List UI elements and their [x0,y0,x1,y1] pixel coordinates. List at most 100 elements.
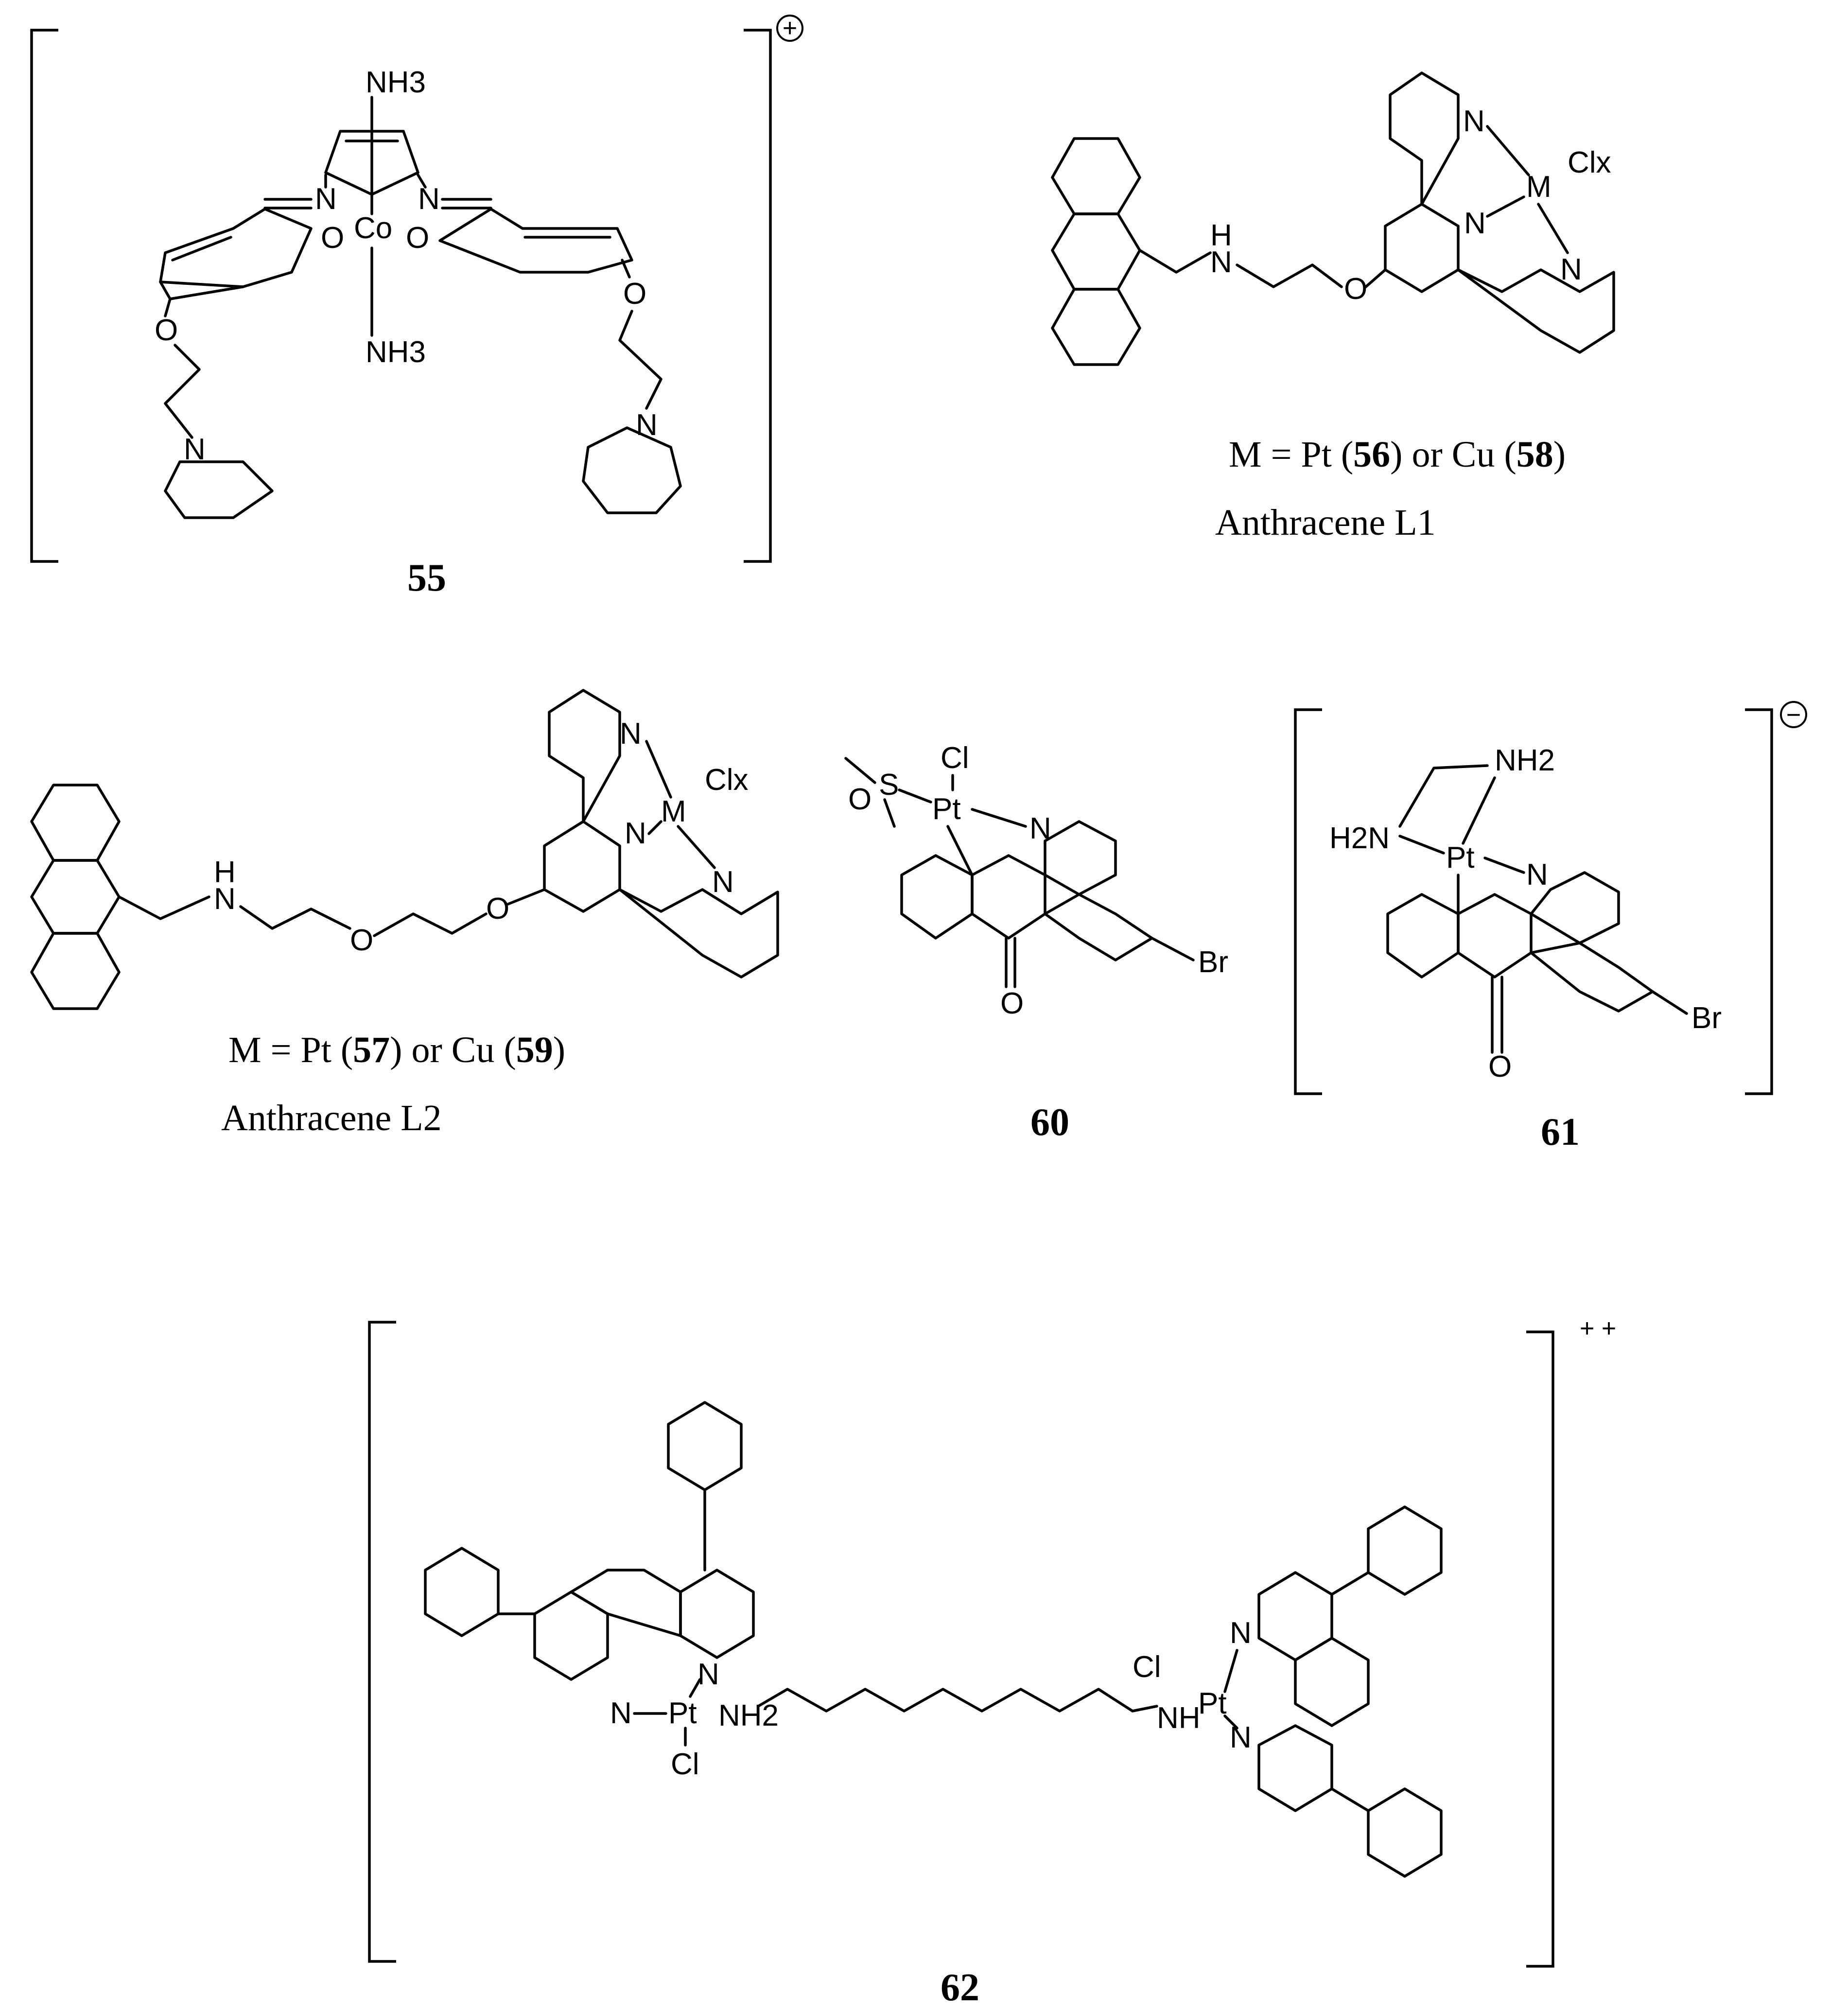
terpy-l1-m-n1 [1486,125,1530,176]
c61-pt: Pt [1446,841,1475,874]
charge-sign-62: + + [1580,1314,1616,1343]
terpy-l2-m-n2 [647,820,662,835]
anth-l2-ring-bottom [30,932,121,1010]
terpy-l2-clx: Clx [705,763,749,797]
c60-ring-left [900,854,974,940]
cobalt-label: Co [354,211,392,245]
terpy-l1-top-pyridine [1389,71,1460,206]
compound-label-61: 61 [1541,1111,1580,1154]
phenolate-o-right-label: O [406,221,429,255]
c62-left-ring-b [570,1569,682,1637]
terpy-l1-bottom-pyridine [1457,268,1615,354]
anth-l1-o-ring [1364,268,1387,288]
aryl-ring-left [159,208,313,288]
aryl-left-double-a [171,236,232,262]
ether-o-right-label: O [623,277,646,311]
terpy-l2-metal: M [661,795,686,828]
bracket-left-55 [30,29,58,563]
c60-ring-right [1044,893,1153,961]
c61-ring-left [1386,893,1460,979]
c61-h2n: H2N [1329,821,1390,855]
terpy-l1-m-n2 [1486,195,1525,218]
c60-o-keto: O [1000,987,1024,1020]
charge-circle-55 [776,15,803,42]
caption-57-59: M = Pt (57) or Cu (59) [228,1030,565,1070]
c61-ring-center [1457,893,1533,979]
c62-pt-n1 [689,1678,701,1698]
terpy-l1-n-top: N [1463,105,1485,138]
bracket-right-62 [1526,1330,1554,1968]
terpy-l2-m-n1 [645,740,672,799]
anth-l1-linker-1 [1138,249,1212,274]
c61-o-keto: O [1488,1050,1512,1084]
n-right-ring-bond [417,174,427,189]
c62-alkyl-chain [757,1688,1158,1713]
c60-c-br [1151,937,1195,961]
c60-pt-n [971,808,1027,828]
c62-cl-right: Cl [1133,1650,1161,1684]
anth-l2-ring-middle [30,859,121,935]
compound-label-62: 62 [941,1966,979,2009]
c60-pt: Pt [932,792,961,826]
c61-c-br [1651,990,1688,1015]
c62-right-phenyl-bottom [1367,1787,1443,1878]
anth-l2-ring-top [30,784,121,862]
c60-pt-c [946,825,974,876]
anth-l1-o-label: O [1344,272,1367,306]
anth-l2-nh-h-label: H [214,856,236,889]
ether-o-left-label: O [155,314,178,347]
bracket-left-61 [1294,708,1322,1095]
c62-right-phenyl-top-link [1330,1571,1370,1596]
c62-right-ring-bottom [1257,1724,1333,1812]
anth-l2-nh-n-label: N [214,882,236,916]
charge-circle-61 [1780,701,1807,728]
anth-l2-linker-3 [373,912,488,937]
name-anthracene-l2: Anthracene L2 [221,1098,442,1138]
c62-n3: N [1230,1616,1252,1650]
c61-pt-nh2 [1462,776,1496,845]
c61-n: N [1526,858,1548,891]
c62-nh2: NH2 [718,1699,779,1732]
imine-n-right-label: N [418,182,440,216]
terpy-l2-n-top: N [620,717,642,751]
c61-ring-right [1530,942,1654,1013]
compound-62: + + N N Pt Cl NH2 NH Pt Cl N N 62 [368,1314,1616,2009]
c62-ptr-n4 [1223,1714,1238,1730]
caption-56-58: M = Pt (56) or Cu (58) [1229,434,1566,475]
c60-cl: Cl [941,741,969,775]
c62-n4: N [1230,1721,1252,1754]
c62-right-ring-mid [1294,1637,1370,1727]
c62-n1: N [697,1658,719,1691]
c60-s-methyl-1 [844,757,876,784]
aryl-left-bond-b [169,285,244,300]
left-ether-chain [164,344,201,439]
anth-l1-nh-h-label: H [1210,219,1232,252]
terpy-l1-metal: M [1526,170,1552,204]
terpy-l2-top-pyridine [548,689,621,823]
aryl-ring-right [438,208,633,274]
anth-l1-linker-2 [1236,263,1343,288]
c61-pt-h2n [1398,835,1445,855]
terpy-l1-m-n3 [1537,203,1569,254]
terpy-l1-n-bottom: N [1560,253,1582,286]
piperidine-ring-right [582,426,682,514]
terpy-l2-n-central: N [625,817,646,850]
c62-pt-right: Pt [1198,1687,1227,1720]
nh3-bottom-label: NH3 [366,335,426,369]
c62-left-phenyl-top [667,1401,743,1491]
bracket-right-55 [744,29,772,563]
compound-60: Cl S O Pt N O Br 60 [844,741,1228,1144]
phenolate-o-left-label: O [321,221,344,255]
c61-ethylenediamine [1398,764,1489,828]
anth-l2-o2-label: O [486,892,509,926]
terpy-central-ring-l1 [1384,203,1460,293]
backbone-ring [324,130,419,196]
c60-ring-pyridine [1044,820,1117,896]
c60-s: S [879,768,899,802]
c62-right-phenyl-top [1367,1505,1443,1596]
compound-55: + NH3 NH3 Co N N O O O N [30,14,803,599]
bracket-left-62 [368,1321,396,1963]
c62-left-ring-a [533,1591,609,1681]
c60-ring-center [971,854,1046,940]
aryl-left-bond-a [159,280,172,300]
